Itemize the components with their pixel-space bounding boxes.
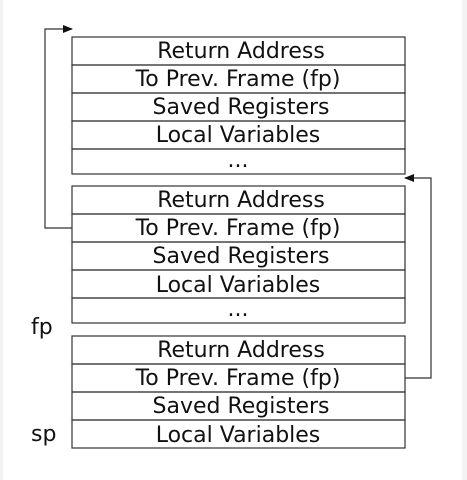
sp-pointer-label: sp [31, 422, 56, 447]
frame-2-ellipsis-label: ... [228, 297, 249, 322]
frame-1-local-variables-label: Local Variables [156, 123, 321, 148]
frame-2-row-ellipsis [71, 297, 406, 324]
frame-3-prev-frame-label: To Prev. Frame (fp) [135, 366, 341, 391]
frame-3-return-address-label: Return Address [157, 338, 325, 363]
frame-3-saved-registers-label: Saved Registers [153, 394, 330, 419]
frame-3-local-variables-label: Local Variables [156, 423, 321, 448]
frame-2-local-variables-label: Local Variables [156, 273, 321, 298]
frame-1-prev-frame-label: To Prev. Frame (fp) [135, 67, 341, 92]
stack-frame-3: Return Address To Prev. Frame (fp) Saved… [71, 335, 406, 449]
stack-diagram: Return Address To Prev. Frame (fp) Saved… [31, 25, 432, 449]
frame-1-saved-registers-label: Saved Registers [153, 95, 330, 120]
stack-diagram-canvas: Return Address To Prev. Frame (fp) Saved… [3, 0, 462, 480]
frame-2-return-address-label: Return Address [157, 188, 325, 213]
frame-2-to-frame-1-link-arrow [44, 25, 73, 229]
frame-1-row-ellipsis [71, 148, 406, 175]
frame-1-return-address-label: Return Address [157, 39, 325, 64]
frame-3-row-local-variables [71, 419, 406, 449]
frame-2-prev-frame-label: To Prev. Frame (fp) [135, 216, 341, 241]
frame-2-saved-registers-label: Saved Registers [153, 244, 330, 269]
stack-frame-1: Return Address To Prev. Frame (fp) Saved… [71, 36, 406, 175]
stack-frame-2: Return Address To Prev. Frame (fp) Saved… [71, 185, 406, 324]
fp-pointer-label: fp [31, 315, 53, 340]
frame-3-to-frame-2-link-arrow [404, 174, 432, 379]
frame-1-ellipsis-label: ... [228, 148, 249, 173]
